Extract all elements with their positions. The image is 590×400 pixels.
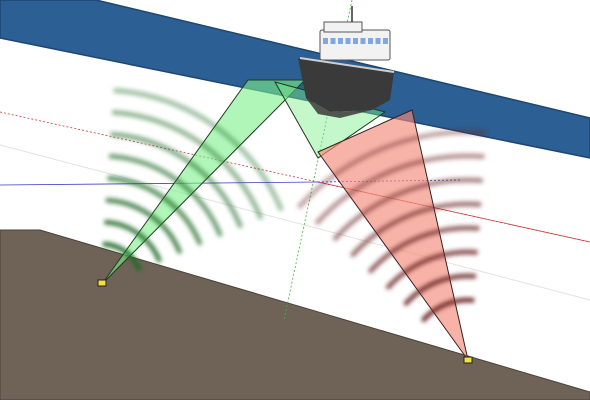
acoustic-wave-arc <box>421 297 475 322</box>
ship-windows <box>323 38 388 44</box>
ship-rail <box>299 57 395 73</box>
ship-window <box>323 38 328 44</box>
seafloor-transponder-left[interactable] <box>97 279 107 287</box>
ship-window <box>375 38 381 44</box>
red-sonar-beam <box>297 109 487 361</box>
seafloor-band <box>0 229 590 400</box>
acoustic-wave-arc <box>110 131 243 229</box>
acoustic-wave-arc <box>105 197 182 254</box>
ship-window <box>360 38 366 44</box>
ship-window <box>330 38 336 44</box>
acoustic-wave-arc <box>332 177 484 241</box>
ship-window <box>368 38 373 44</box>
green-beam-cone <box>101 79 307 285</box>
acoustic-wave-arc <box>385 249 479 290</box>
ship-keel <box>306 98 372 118</box>
acoustic-wave-arc <box>403 273 477 306</box>
red-beam-cone <box>317 109 469 361</box>
ship-cabin <box>319 29 391 61</box>
z-axis-line <box>283 0 353 321</box>
acoustic-wave-arc <box>315 153 485 225</box>
ship-hull <box>298 58 394 112</box>
survey-ship[interactable] <box>298 6 395 118</box>
acoustic-wave-arc <box>113 88 284 211</box>
green-sonar-beam <box>101 79 387 285</box>
acoustic-wave-arc <box>297 129 487 209</box>
water-surface-band <box>0 0 590 159</box>
ship-bridge <box>323 21 363 33</box>
ship-window <box>338 38 343 44</box>
acoustic-wave-arc <box>103 219 162 263</box>
acoustic-wave-arc <box>111 109 263 220</box>
ship-window <box>345 38 351 44</box>
seafloor-transponder-right[interactable] <box>463 356 473 364</box>
acoustic-wave-arc <box>107 175 203 246</box>
acoustic-wave-arc <box>368 225 480 274</box>
acoustic-wave-arc <box>102 241 142 271</box>
green-acoustic-waves <box>102 88 284 271</box>
red-acoustic-waves <box>297 129 487 322</box>
acoustic-wave-arc <box>108 153 223 237</box>
ship-window <box>353 38 358 44</box>
acoustic-wave-arc <box>350 201 482 258</box>
ship-window <box>383 38 388 44</box>
x-axis-line <box>0 111 590 243</box>
